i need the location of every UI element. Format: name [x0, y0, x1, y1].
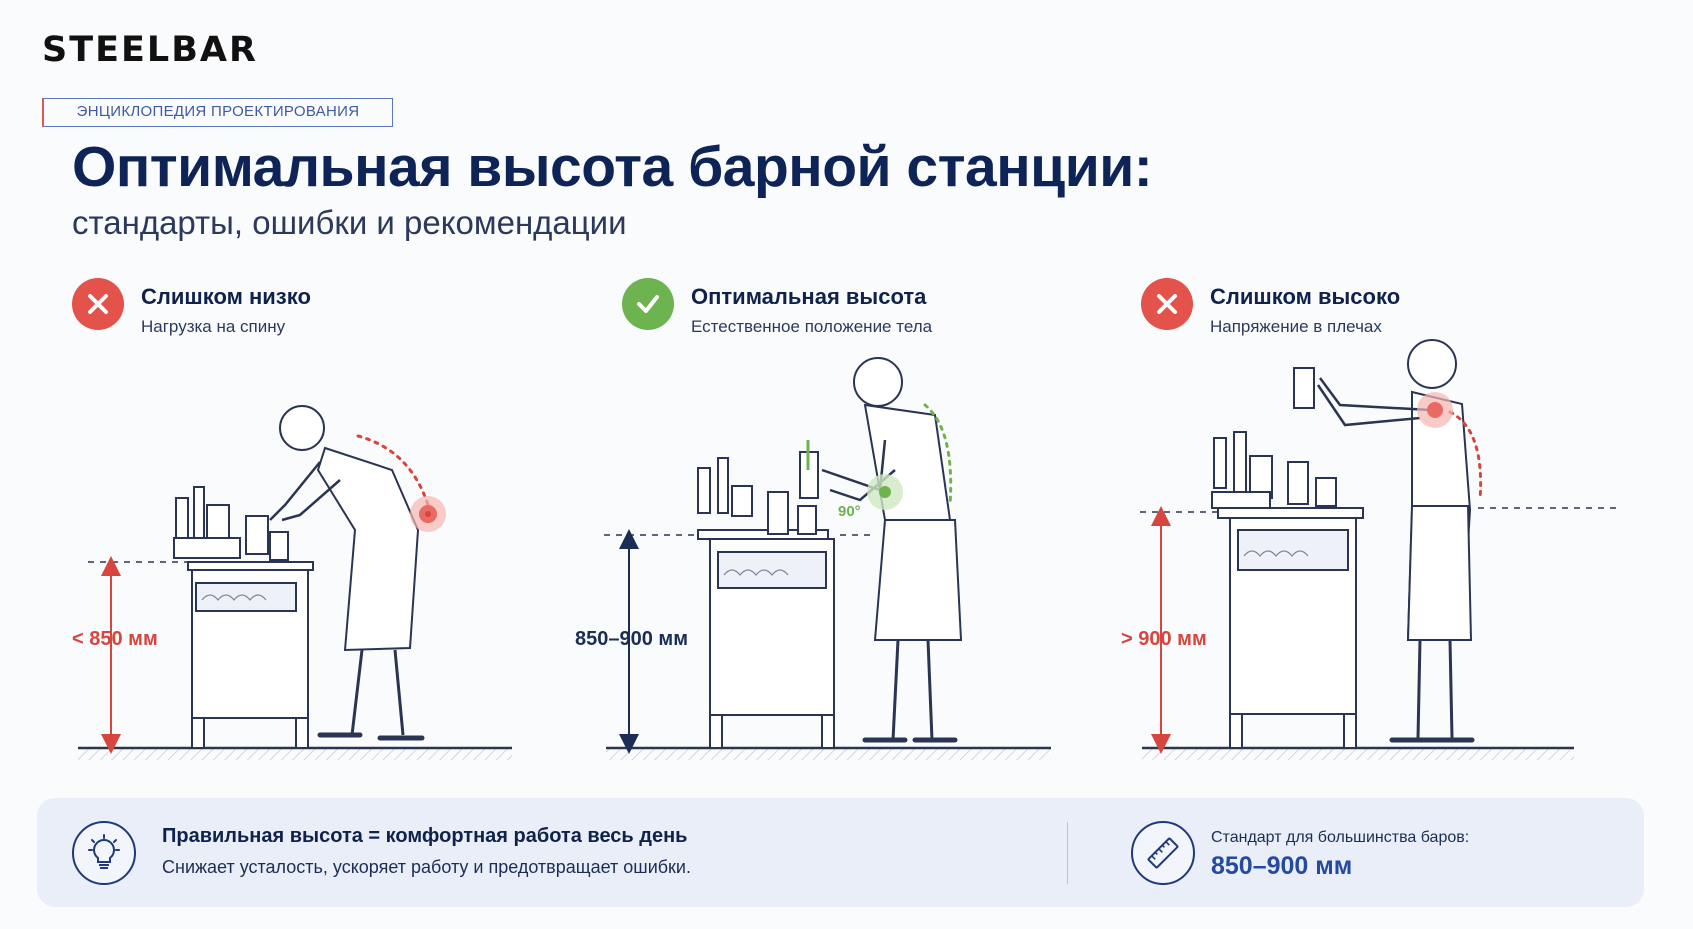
standard-value: 850–900 мм — [1211, 852, 1353, 880]
case-heading: Слишком низко — [141, 284, 311, 309]
height-label-too-high: > 900 мм — [1121, 628, 1207, 650]
page-title: Оптимальная высота барной станции: — [72, 135, 1153, 199]
standard-label: Стандарт для большинства баров: — [1211, 829, 1470, 846]
lightbulb-icon — [72, 821, 136, 885]
case-heading: Слишком высоко — [1210, 284, 1401, 309]
category-badge: ЭНЦИКЛОПЕДИЯ ПРОЕКТИРОВАНИЯ — [42, 98, 393, 127]
case-description: Нагрузка на спину — [141, 317, 286, 336]
height-label-optimal: 850–900 мм — [575, 628, 689, 650]
page-subtitle: стандарты, ошибки и рекомендации — [72, 204, 627, 241]
case-description: Естественное положение тела — [691, 317, 933, 336]
cross-icon — [72, 278, 124, 330]
scene-too-low — [78, 405, 512, 760]
brand-logo: STEELBAR — [42, 30, 258, 70]
panel-divider — [1067, 822, 1068, 884]
case-description: Напряжение в плечах — [1210, 317, 1382, 336]
check-icon — [622, 278, 674, 330]
tip-title: Правильная высота = комфортная работа ве… — [162, 825, 688, 847]
cross-icon — [1141, 278, 1193, 330]
scene-optimal — [604, 357, 1051, 760]
summary-panel: Правильная высота = комфортная работа ве… — [37, 798, 1644, 907]
ruler-icon — [1131, 821, 1195, 885]
scene-too-high — [1140, 339, 1622, 760]
height-label-too-low: < 850 мм — [72, 628, 158, 650]
case-heading: Оптимальная высота — [691, 284, 927, 309]
tip-text: Снижает усталость, ускоряет работу и пре… — [162, 857, 691, 877]
elbow-angle-label: 90° — [838, 503, 861, 520]
